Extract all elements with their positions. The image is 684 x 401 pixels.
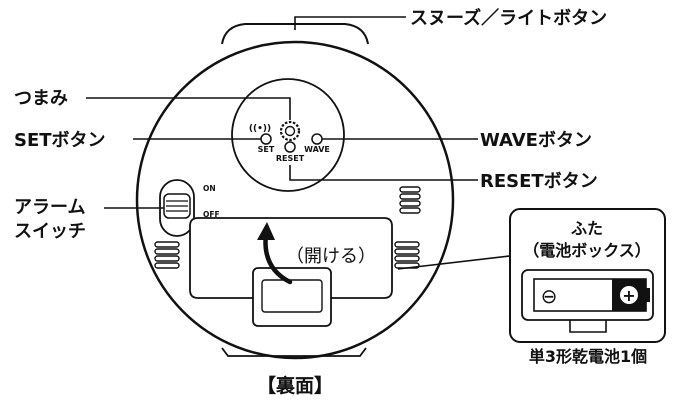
lid-leader bbox=[397, 255, 511, 270]
wave-symbol-mark: ((•)) bbox=[249, 124, 271, 134]
open-hint-text: （開ける） bbox=[286, 246, 376, 267]
battery-compartment: ⊖ + bbox=[521, 269, 654, 321]
knob-label: つまみ bbox=[14, 88, 68, 109]
alarm-switch-label-line2: スイッチ bbox=[14, 221, 86, 242]
battery-bracket bbox=[569, 320, 607, 333]
battery-minus-icon: ⊖ bbox=[541, 284, 558, 308]
battery-label: 単3形乾電池1個 bbox=[529, 347, 647, 366]
reset-button-label: RESETボタン bbox=[480, 171, 598, 192]
snooze-leader bbox=[294, 16, 406, 30]
battery-lid bbox=[189, 217, 393, 299]
set-button-label: SETボタン bbox=[14, 130, 106, 151]
lid-label-line2: （電池ボックス） bbox=[523, 241, 651, 260]
clock-foot bbox=[221, 347, 367, 357]
alarm-switch-label-line1: アラーム bbox=[14, 197, 85, 218]
battery-plus-icon bbox=[620, 286, 638, 304]
on-marking: ON bbox=[203, 184, 216, 193]
reset-leader bbox=[289, 165, 478, 181]
speaker-vent-top bbox=[399, 186, 421, 214]
open-arrow-head-icon bbox=[257, 222, 275, 240]
wave-button-label: WAVEボタン bbox=[480, 130, 592, 151]
knob-gear-icon bbox=[279, 120, 301, 142]
reset-button-shape bbox=[284, 141, 296, 153]
knob-leader bbox=[86, 97, 291, 120]
reset-marking: RESET bbox=[276, 154, 305, 163]
set-button-shape bbox=[260, 133, 272, 145]
snooze-label: スヌーズ／ライトボタン bbox=[410, 7, 607, 29]
off-marking: OFF bbox=[203, 210, 220, 219]
lid-label-line1: ふた bbox=[571, 219, 603, 238]
wave-marking: WAVE bbox=[304, 145, 330, 154]
wave-button-shape bbox=[311, 133, 323, 145]
alarm-switch bbox=[159, 179, 195, 237]
battery-plus-sign: + bbox=[622, 286, 635, 305]
lid-tab-inner bbox=[261, 279, 323, 313]
set-marking: SET bbox=[258, 145, 275, 154]
speaker-vent-left bbox=[154, 241, 180, 269]
caption: 【裏面】 bbox=[257, 374, 333, 397]
